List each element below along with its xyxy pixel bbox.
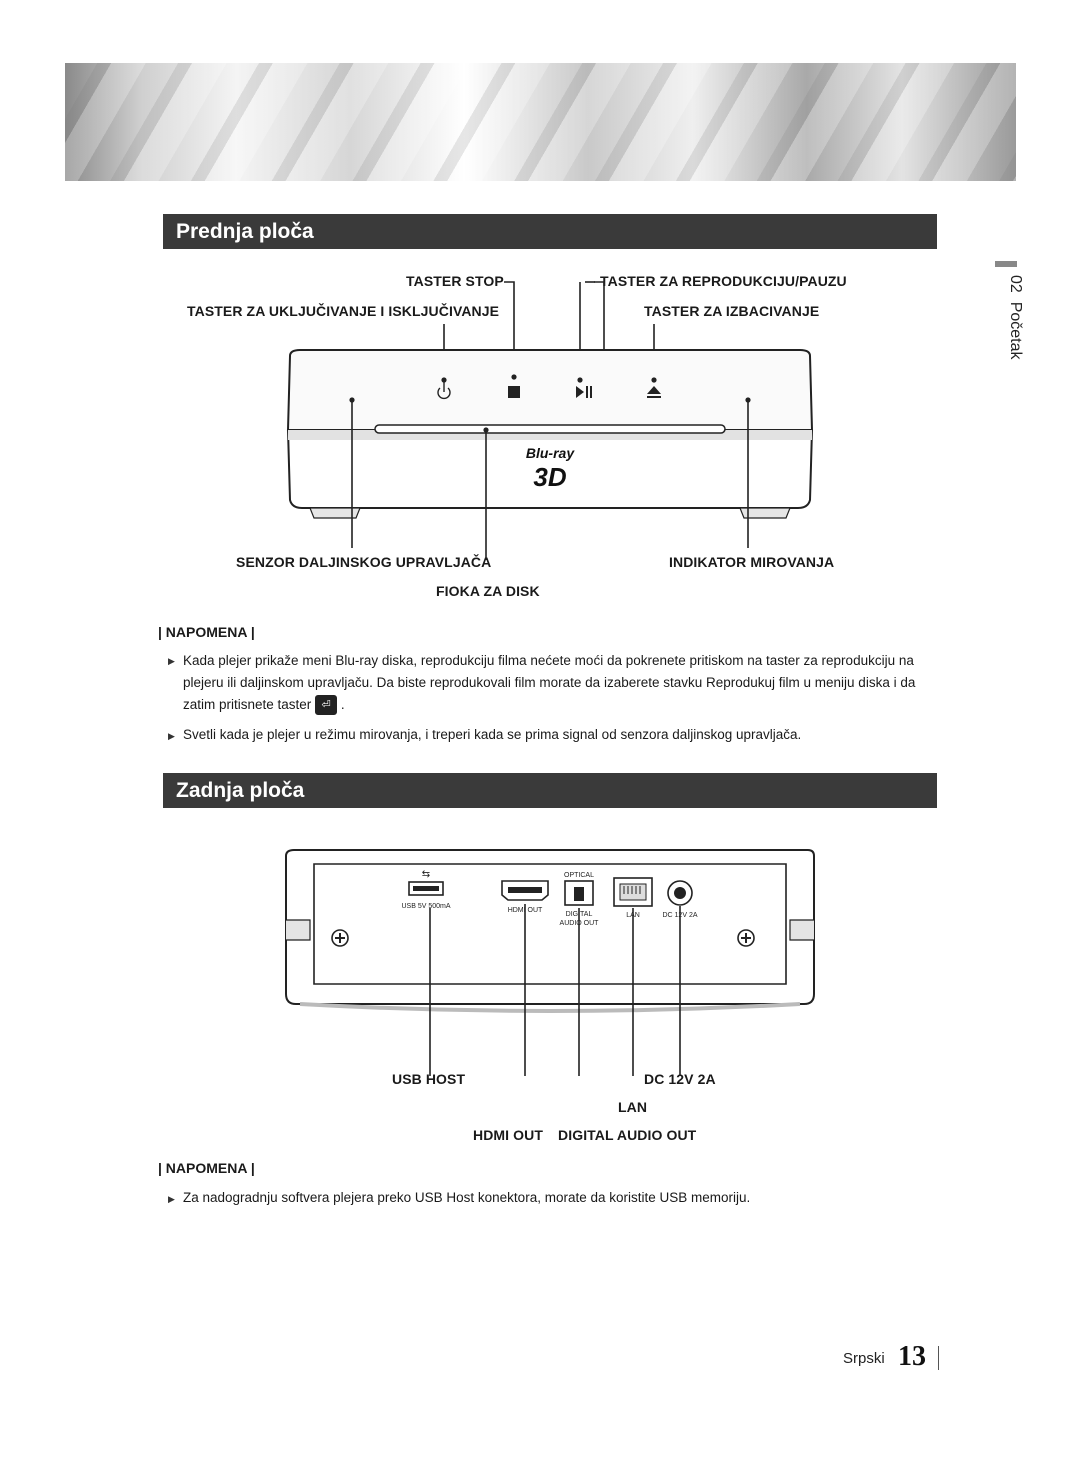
label-power-button: TASTER ZA UKLJUČIVANJE I ISKLJUČIVANJE xyxy=(187,303,500,319)
note-front-line-3: zatim pritisnete taster ⏎ . xyxy=(183,694,943,716)
chapter-tab-marker xyxy=(995,261,1017,267)
note-front-line-3-text: zatim pritisnete taster xyxy=(183,697,312,712)
label-dc-12v: DC 12V 2A xyxy=(644,1071,716,1087)
chapter-number: 02 xyxy=(1007,275,1024,293)
page-number: 13 xyxy=(898,1341,926,1372)
rear-panel-diagram: ⇆ USB 5V 500mA HDMI OUT OPTICAL DIGITAL … xyxy=(285,849,815,1076)
label-usb-host: USB HOST xyxy=(392,1071,466,1087)
label-eject-button: TASTER ZA IZBACIVANJE xyxy=(644,303,820,319)
bullet-icon: ▶ xyxy=(168,731,175,741)
bullet-icon: ▶ xyxy=(168,1194,175,1204)
note-title-rear: | NAPOMENA | xyxy=(158,1160,255,1176)
label-standby-indicator: INDIKATOR MIROVANJA xyxy=(669,554,835,570)
note-front-line-2: plejeru ili daljinskom upravljaču. Da bi… xyxy=(183,675,916,690)
optical-port-text: OPTICAL xyxy=(564,872,594,879)
note-front-line-1: Kada plejer prikaže meni Blu-ray diska, … xyxy=(183,653,914,668)
header-banner xyxy=(65,63,1016,181)
chapter-label: Početak xyxy=(1007,301,1024,360)
chapter-tab: 02 Početak xyxy=(984,275,1024,385)
logo-3d-text: 3D xyxy=(533,462,566,492)
logo-blu-ray-text: Blu-ray xyxy=(526,445,575,461)
label-disc-tray: FIOKA ZA DISK xyxy=(436,583,540,599)
usb-symbol-icon: ⇆ xyxy=(422,869,430,880)
front-panel-heading: Prednja ploča xyxy=(163,214,937,249)
label-stop-button: TASTER STOP xyxy=(406,273,504,289)
rear-panel-heading: Zadnja ploča xyxy=(163,773,937,808)
label-remote-sensor: SENZOR DALJINSKOG UPRAVLJAČA xyxy=(236,554,492,570)
blu-ray-3d-logo: Blu-ray 3D xyxy=(526,445,575,492)
note-front-item-1: Kada plejer prikaže meni Blu-ray diska, … xyxy=(183,650,943,716)
front-panel-diagram: Blu-ray 3D xyxy=(286,281,814,560)
enter-icon: ⏎ xyxy=(315,695,338,716)
note-rear-item-1: Za nadogradnju softvera plejera preko US… xyxy=(183,1190,751,1205)
note-front-item-2: Svetli kada je plejer u režimu mirovanja… xyxy=(183,727,802,742)
note-title-front: | NAPOMENA | xyxy=(158,624,255,640)
footer-divider xyxy=(938,1346,939,1370)
usb-port-text: USB 5V 500mA xyxy=(401,903,450,910)
label-digital-audio-out: DIGITAL AUDIO OUT xyxy=(558,1127,697,1143)
footer-language: Srpski xyxy=(843,1350,885,1367)
label-play-pause-button: TASTER ZA REPRODUKCIJU/PAUZU xyxy=(600,273,847,289)
label-lan: LAN xyxy=(618,1099,648,1115)
bullet-icon: ▶ xyxy=(168,656,175,666)
label-hdmi-out: HDMI OUT xyxy=(473,1127,544,1143)
